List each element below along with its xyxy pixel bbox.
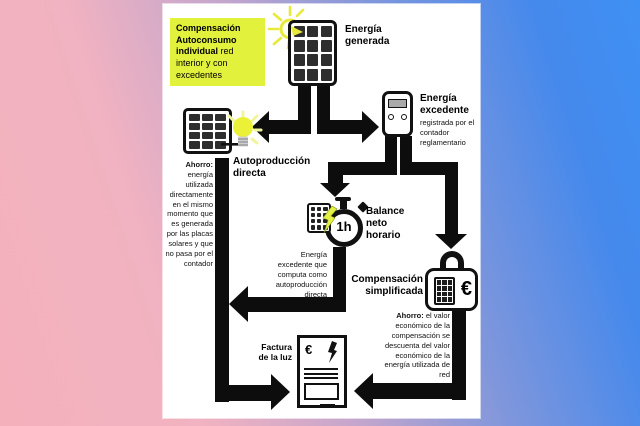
bill-text-line [304,368,338,371]
arrow-to-lock-head [435,234,467,249]
meter-dial-right [401,114,407,120]
autoproduccion-label: Autoproducción directa [233,156,311,179]
bill-text-line [304,372,338,375]
bill-euro-symbol: € [305,342,313,357]
small-solar-panel-icon [183,108,232,154]
arrow-split-left-vertical [298,84,311,134]
arrow-balance-left-shaft [248,297,346,312]
sun-reflection-arrow-icon [291,26,303,36]
energia-computa-note: Energía excedente que computa como autop… [275,250,327,299]
stopwatch-cap [335,197,351,201]
balance-label: Balance neto horario [366,206,405,241]
energia-excedente-note: registrada por el contador reglamentario [420,118,475,147]
arrow-selfuse-long-vertical [215,158,229,402]
arrow-to-selfuse-shaft [269,120,298,134]
bill-text-line [304,377,338,380]
arrow-balance-down [333,247,346,312]
ahorro-direct-bold: Ahorro: [185,160,214,169]
light-bulb-icon [221,110,263,147]
energia-excedente-label: Energía excedente [420,93,469,116]
arrow-to-balance-shaft [328,162,397,175]
arrow-selfuse-to-bill-shaft [215,385,272,401]
factura-label: Factura de la luz [258,342,292,363]
one-hour-badge: 1h [336,219,352,234]
ahorro-compensacion-bold: Ahorro: [396,311,424,320]
energia-generada-label: Energía generada [345,24,390,47]
padlock-icon: € [425,268,478,311]
infographic-panel: Compensación Autoconsumo individual red … [163,4,480,418]
arrow-balance-left-head [229,286,248,322]
ahorro-compensacion-text: el valor económico de la compensación se… [384,311,450,380]
compensacion-label: Compensación simplificada [351,274,423,297]
electric-meter-icon [382,91,413,137]
lock-euro-symbol: € [460,278,472,300]
ahorro-direct-note: Ahorro: energía utilizada directamente e… [163,160,213,269]
stopwatch-stem [340,200,347,209]
meter-dial-left [388,114,394,120]
ahorro-compensacion-note: Ahorro: el valor económico de la compens… [373,311,450,380]
title-highlight-box: Compensación Autoconsumo individual red … [170,18,265,87]
bill-document-icon: € [297,335,347,408]
arrow-to-selfuse-head [252,111,269,143]
lock-solar-panel-icon [434,277,455,305]
arrow-split-right-vertical [317,84,330,134]
title-regular: red interior y con excedentes [176,46,234,80]
arrow-to-lock-vertical [445,162,458,236]
arrow-to-balance-head [320,183,350,197]
arrow-lock-to-bill-shaft [373,383,466,399]
padlock-shackle [440,251,464,271]
meter-display [388,99,407,108]
arrow-to-meter-head [362,111,379,143]
arrow-to-meter-shaft [330,120,362,134]
bill-amount-box [304,383,339,400]
arrow-lock-down [452,309,466,400]
title-bold: Compensación Autoconsumo individual [176,23,241,57]
arrow-to-balance-stub [328,162,343,184]
bill-signature-line [320,404,335,407]
arrow-lock-to-bill-head [354,373,373,409]
arrow-selfuse-to-bill-head [271,374,290,410]
ahorro-direct-text: energía utilizada directamente en el mis… [165,169,213,268]
bill-lightning-icon [328,341,337,363]
arrow-to-lock-shaft [400,162,457,175]
lightning-bolt-icon [322,205,338,234]
